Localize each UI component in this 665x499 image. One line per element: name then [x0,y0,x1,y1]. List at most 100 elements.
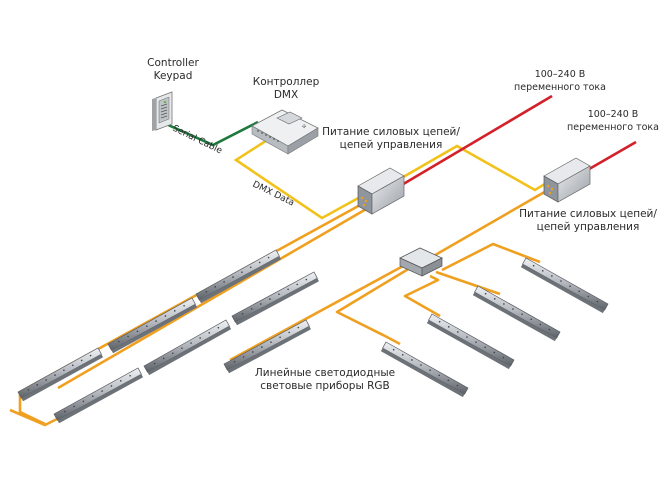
led-linear-fixture-icon[interactable] [472,285,561,342]
led-dot [155,320,157,322]
led-dot [233,360,236,363]
led-dot [183,304,185,307]
led-dot [392,348,395,351]
led-dot [532,264,535,267]
led-linear-fixture-icon[interactable] [195,249,282,304]
led-dot [267,256,270,259]
led-dot [258,261,261,264]
power-data-run-3 [429,188,549,260]
fixture-base [111,304,198,354]
keypad-label: Controller Keypad [138,57,208,83]
led-dot [232,276,234,278]
led-dot [503,303,505,305]
fixture-body [107,297,196,351]
keypad-icon[interactable] [152,91,173,131]
led-dot [569,285,571,287]
led-dot [117,340,120,343]
led-dot [119,380,122,382]
fixtures-label-line2: световые приборы RGB [260,380,390,392]
led-linear-fixture-icon[interactable] [223,319,311,374]
led-linear-fixture-icon[interactable] [17,347,104,402]
led-dot [82,400,85,403]
led-dot [101,390,103,392]
serial-cable-label: Serial Cable [171,124,224,157]
fixture-base [472,292,557,342]
led-dot [269,298,271,300]
svg-text:✣: ✣ [302,124,306,130]
led-dot [541,270,544,272]
led-dot [129,374,131,377]
led-dot [587,295,590,298]
led-dot [205,290,208,293]
led-dot [521,313,523,315]
power-supply-icon-2[interactable] [543,157,591,203]
led-dot [73,405,75,408]
led-dot [484,346,486,349]
led-dot [208,332,211,334]
fixture-base [380,348,465,398]
power-data-run-1 [18,202,363,426]
led-dot [551,275,553,277]
led-dot [241,312,244,315]
led-dot [288,331,290,334]
splitter-run-5 [229,263,406,362]
dmx-data-cable [233,135,363,220]
led-dot [456,384,459,387]
junction-box-icon[interactable] [399,247,443,277]
fixture-body [17,347,102,399]
led-dot [457,331,459,333]
led-linear-fixture-icon[interactable] [380,341,469,398]
led-linear-fixture-icon[interactable] [143,319,232,376]
fixture-base [21,354,104,402]
led-dot [305,278,308,281]
mains-cable-2 [583,140,637,174]
fixtures-label: Линейные светодиодные световые приборы R… [250,367,400,393]
led-dot [164,315,167,317]
mains-2-label: 100–240 В переменного тока [553,108,665,134]
led-linear-fixture-icon[interactable] [53,367,144,424]
led-dot [173,310,176,312]
power-supply-1-label-line1: Питание силовых цепей/ [322,126,460,138]
fixture-base [199,256,282,304]
led-dot [223,281,225,283]
led-dot [214,286,217,288]
led-dot [110,385,113,387]
fixture-body [223,319,310,371]
led-dot [484,292,487,295]
fixture-base [227,326,311,374]
splitter-run-2 [435,270,501,296]
led-dot [241,271,243,273]
led-dot [63,369,65,371]
led-linear-fixture-icon[interactable] [426,313,515,370]
led-dot [447,379,450,382]
led-dot [278,293,280,295]
led-dot [199,337,201,339]
fixture-body [428,313,515,367]
led-linear-fixture-icon[interactable] [520,257,609,314]
led-dot [217,326,220,329]
led-dot [261,346,263,348]
power-supply-icon-1[interactable] [357,167,405,215]
led-dot [36,384,39,386]
led-dot [63,410,66,413]
splitter-run-1 [441,242,541,272]
led-dot [91,395,94,397]
led-linear-fixture-icon[interactable] [231,271,319,326]
led-dot [560,280,562,282]
led-dot [447,326,450,328]
led-dot [190,342,192,344]
led-dot [259,303,262,305]
led-dot [181,347,183,349]
serial-cable [165,120,259,147]
controller-label-line2: DMX [273,89,299,101]
mains-cable-1 [399,94,553,188]
dmx-controller-icon[interactable]: ✣ [251,109,319,155]
led-linear-fixture-icon[interactable] [107,297,198,354]
fixture-base [520,264,605,314]
led-dot [502,356,505,359]
led-dot [493,351,496,354]
led-dot [172,352,174,355]
power-supply-1-label: Питание силовых цепей/ цепей управления [316,126,466,152]
led-dot [279,336,281,339]
